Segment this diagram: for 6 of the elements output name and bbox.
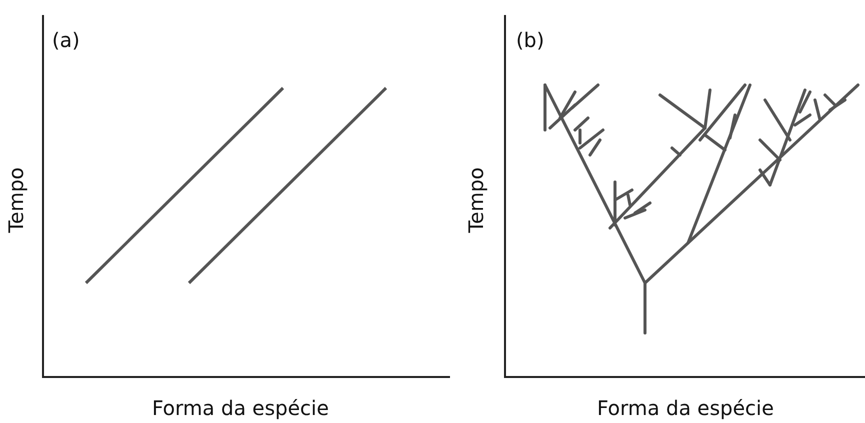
axis-title: Tempo (6, 167, 26, 233)
panel-label: (a) (52, 30, 80, 50)
panel-label: (b) (516, 30, 544, 50)
axis-title: Forma da espécie (152, 398, 329, 418)
axis-title: Forma da espécie (597, 398, 774, 418)
axis-title: Tempo (466, 167, 486, 233)
